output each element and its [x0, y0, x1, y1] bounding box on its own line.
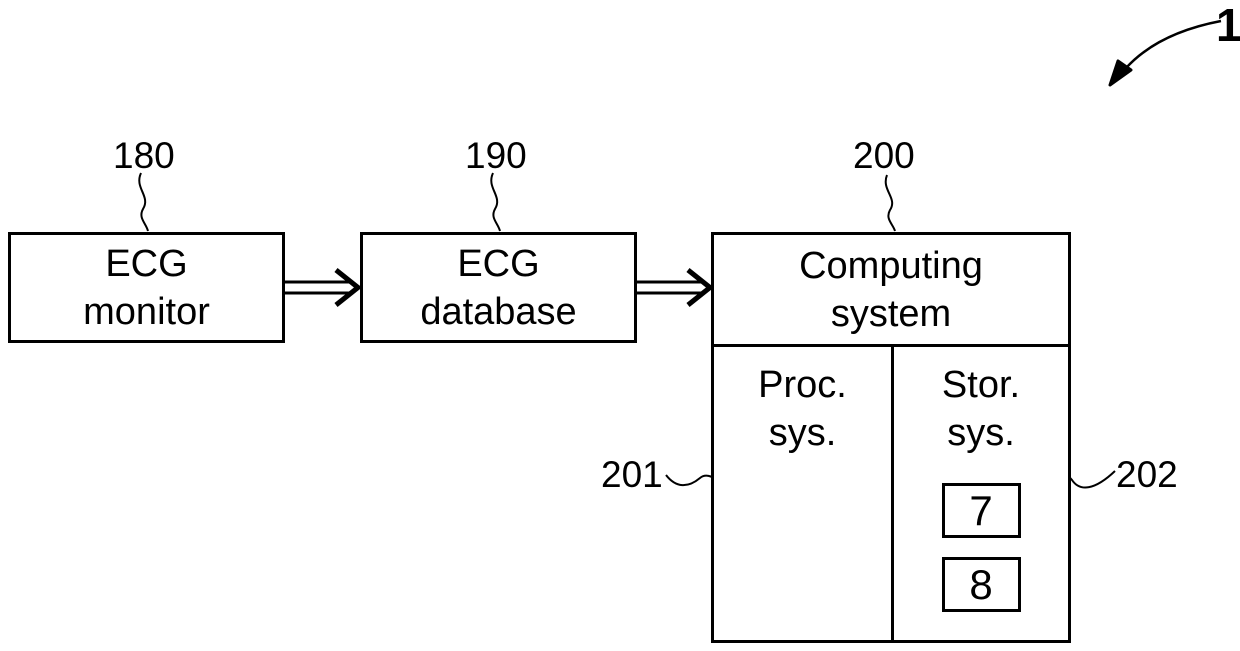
stored-item-7-label: 7	[969, 486, 993, 534]
ref-label-200: 200	[853, 135, 915, 176]
ref-label-202: 202	[1116, 454, 1178, 495]
ecg-database-label: ECG database	[363, 235, 634, 340]
arrow-database-to-computing	[637, 268, 715, 307]
processing-system-label-line2: sys.	[768, 412, 837, 454]
computing-system-label-line2: system	[830, 292, 952, 335]
stored-item-7-box: 7	[941, 483, 1021, 538]
computing-system-label: Computing system	[714, 235, 1068, 344]
ecg-monitor-label: ECG monitor	[11, 235, 282, 340]
arrow-monitor-to-database	[285, 268, 363, 307]
computing-system-body: Proc. sys. Stor. sys. 7 8	[714, 347, 1068, 640]
computing-system-header: Computing system	[714, 235, 1068, 347]
storage-system-label-line1: Stor.	[941, 364, 1021, 406]
ecg-monitor-label-line1: ECG	[105, 242, 188, 285]
ecg-database-label-line2: database	[420, 290, 577, 333]
storage-system-cell: Stor. sys. 7 8	[894, 347, 1068, 640]
stored-item-8-label: 8	[969, 560, 993, 608]
ecg-database-label-line1: ECG	[457, 242, 540, 285]
processing-system-label-line1: Proc.	[758, 364, 847, 406]
storage-system-label-line2: sys.	[947, 412, 1015, 454]
leader-line-180	[138, 172, 149, 232]
ecg-database-box: ECG database	[360, 232, 637, 343]
leader-line-190	[490, 172, 501, 232]
stored-item-8-box: 8	[941, 557, 1021, 612]
figure-number: 1	[1216, 0, 1240, 51]
computing-system-label-line1: Computing	[799, 244, 983, 287]
computing-system-box: Computing system Proc. sys. Stor. sys. 7…	[711, 232, 1071, 643]
ref-label-180: 180	[113, 135, 175, 176]
ref-label-190: 190	[465, 135, 527, 176]
figure-pointer-arrow	[1108, 19, 1222, 87]
processing-system-cell: Proc. sys.	[714, 347, 894, 640]
leader-line-200	[884, 174, 896, 232]
ecg-monitor-label-line2: monitor	[83, 290, 210, 333]
ref-label-201: 201	[601, 454, 663, 495]
ecg-monitor-box: ECG monitor	[8, 232, 285, 343]
